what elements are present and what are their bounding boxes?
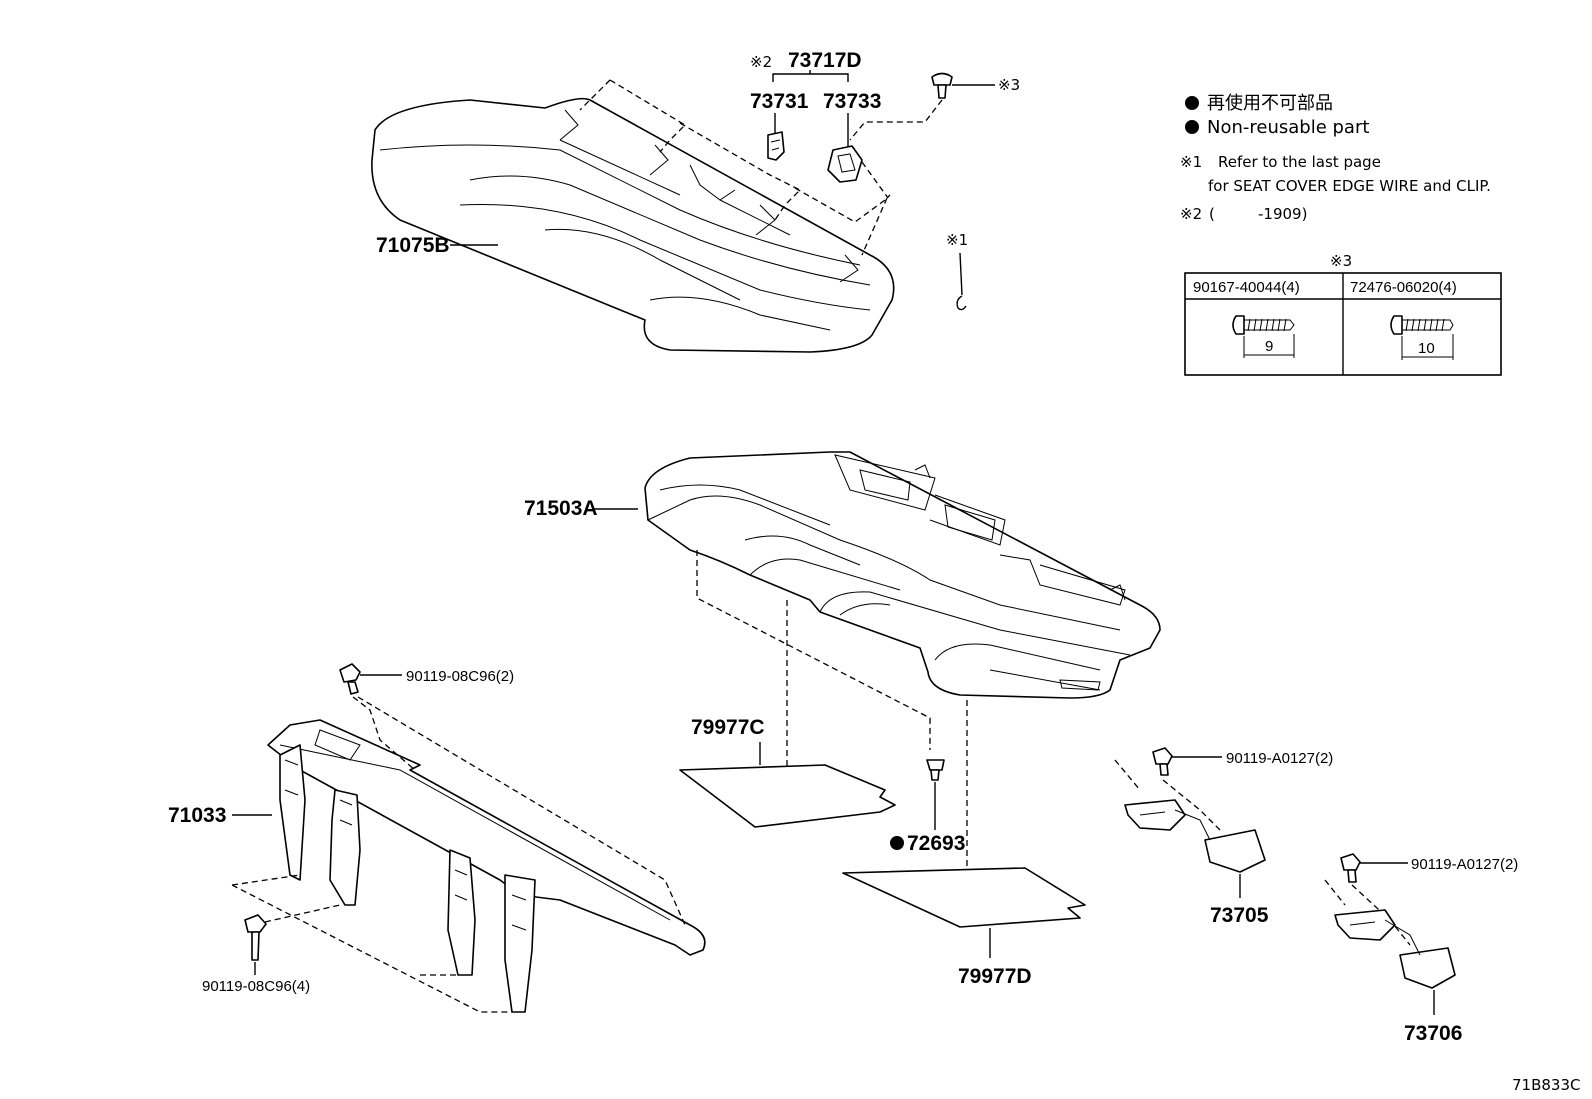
svg-text:※2: ※2 (1180, 205, 1202, 223)
label-73705: 73705 (1210, 904, 1269, 927)
diagram-code: 71B833C (1512, 1076, 1580, 1094)
label-73733: 73733 (823, 90, 881, 113)
bolt-bottom-icon[interactable] (244, 914, 267, 961)
clip-72693[interactable] (926, 759, 945, 781)
table-col1-part: 90167-40044(4) (1193, 279, 1300, 296)
svg-text:73717D: 73717D (788, 49, 862, 72)
label-73717d: ※2 73717D (750, 49, 862, 72)
hinge-73706[interactable] (1334, 909, 1456, 989)
bolt-73705-icon[interactable] (1152, 747, 1173, 776)
table-col1-length: 9 (1265, 338, 1273, 355)
non-reusable-72693-icon (890, 836, 904, 850)
legend: 再使用不可部品 Non-reusable part ※1 Refer to th… (1180, 93, 1491, 223)
label-bolt-73705: 90119-A0127(2) (1226, 750, 1333, 767)
edge-wire-clip-icon[interactable] (956, 295, 967, 311)
svg-text:※2: ※2 (750, 53, 772, 71)
screw-72476-icon (1390, 315, 1454, 360)
bracket-73717d (772, 70, 849, 82)
note2-range: -1909) (1258, 205, 1307, 223)
bolt-73706-icon[interactable] (1340, 853, 1361, 883)
legend-jp: 再使用不可部品 (1207, 93, 1333, 114)
label-73706: 73706 (1404, 1022, 1462, 1045)
bolt-top-icon[interactable] (339, 663, 361, 695)
non-reusable-bullet-icon (1185, 96, 1199, 110)
seat-cover-71075b[interactable] (371, 97, 895, 353)
table-col2-part: 72476-06020(4) (1350, 279, 1457, 296)
non-reusable-bullet-icon (1185, 120, 1199, 134)
svg-text:※1: ※1 (1180, 153, 1202, 171)
label-79977c: 79977C (691, 716, 765, 739)
label-71033: 71033 (168, 804, 226, 827)
legend-en: Non-reusable part (1207, 117, 1369, 138)
label-72693: 72693 (907, 832, 965, 855)
label-71075b: 71075B (376, 234, 450, 257)
seat-cushion-71503a[interactable] (644, 451, 1161, 699)
label-bolt-bottom: 90119-08C96(4) (202, 978, 310, 995)
clip-73733[interactable] (827, 145, 863, 183)
hinge-73705[interactable] (1124, 799, 1266, 873)
screw-90167-icon (1232, 315, 1295, 358)
label-79977d: 79977D (958, 965, 1032, 988)
pad-79977d[interactable] (842, 867, 1086, 928)
table-mark: ※3 (1330, 252, 1352, 270)
note1-line-b: for SEAT COVER EDGE WIRE and CLIP. (1208, 177, 1491, 195)
label-73731: 73731 (750, 90, 809, 113)
label-bolt-73706: 90119-A0127(2) (1411, 856, 1518, 873)
pad-79977c[interactable] (679, 764, 896, 828)
label-bolt-top: 90119-08C96(2) (406, 668, 514, 685)
table-col2-length: 10 (1418, 340, 1435, 357)
fastener-star3-icon[interactable] (931, 72, 953, 99)
seat-frame-71033[interactable] (267, 719, 706, 1013)
fastener-table: ※3 90167-40044(4) 72476-06020(4) 9 10 (1184, 252, 1502, 376)
label-star3-fastener: ※3 (998, 76, 1020, 94)
note1-line-a: Refer to the last page (1218, 153, 1381, 171)
label-71503a: 71503A (524, 497, 598, 520)
svg-text:(: ( (1209, 205, 1215, 223)
clip-73731[interactable] (767, 131, 785, 161)
label-star1: ※1 (946, 231, 968, 249)
